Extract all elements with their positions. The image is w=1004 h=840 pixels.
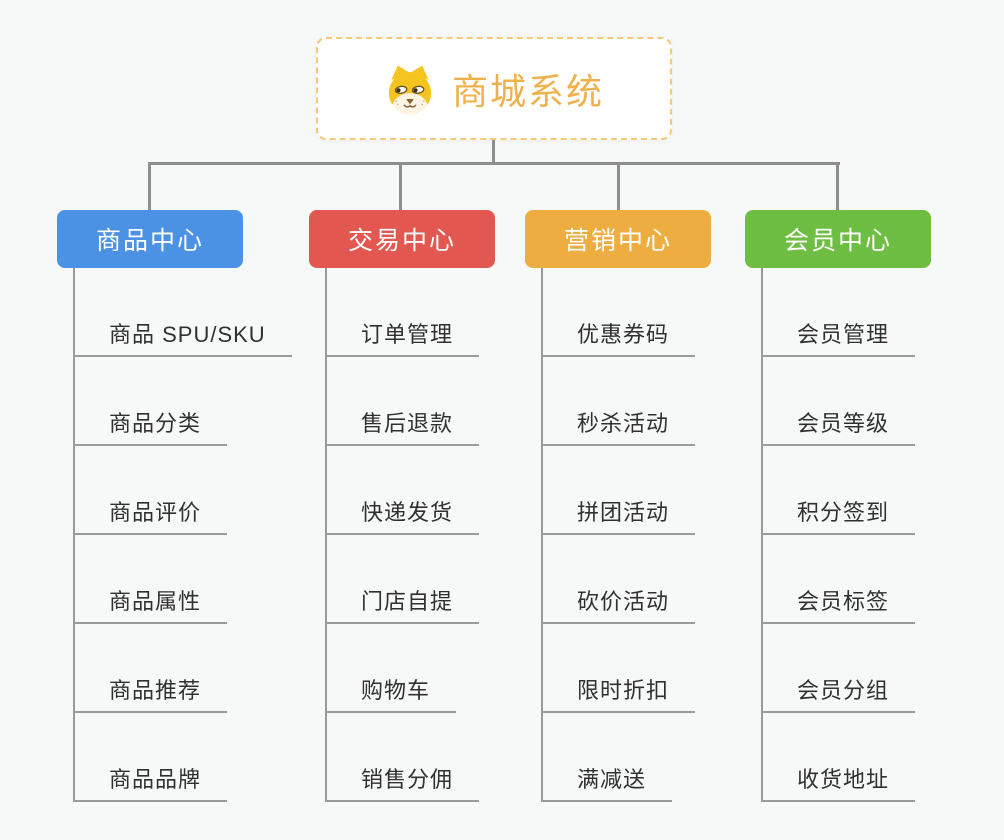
branch-item[interactable]: 会员标签 xyxy=(763,535,916,624)
branch-item[interactable]: 会员管理 xyxy=(763,268,916,357)
branch-column: 会员中心 会员管理会员等级积分签到会员标签会员分组收货地址 xyxy=(745,210,931,802)
branch-label: 营销中心 xyxy=(563,227,672,255)
root-node[interactable]: 商城系统 xyxy=(316,37,672,140)
branch-item-label: 售后退款 xyxy=(361,411,454,436)
branch-item[interactable]: 积分签到 xyxy=(763,446,916,535)
branch-item[interactable]: 限时折扣 xyxy=(543,624,696,713)
branch-item[interactable]: 订单管理 xyxy=(327,268,480,357)
branch-header[interactable]: 会员中心 xyxy=(745,210,931,268)
root-title: 商城系统 xyxy=(451,70,604,112)
branch-item-label: 商品属性 xyxy=(109,589,202,614)
branch-item-label: 满减送 xyxy=(577,767,647,792)
branch-drop-connector xyxy=(399,162,402,210)
branch-item[interactable]: 收货地址 xyxy=(763,713,916,802)
branch-drop-connector xyxy=(148,162,151,210)
branch-item[interactable]: 会员分组 xyxy=(763,624,916,713)
branch-item[interactable]: 售后退款 xyxy=(327,357,480,446)
branch-drop-connector xyxy=(836,162,839,210)
dog-face-icon xyxy=(384,63,436,115)
branch-item-label: 积分签到 xyxy=(797,500,890,525)
branch-item[interactable]: 会员等级 xyxy=(763,357,916,446)
branch-bus-connector xyxy=(148,162,840,165)
branch-label: 交易中心 xyxy=(347,227,456,255)
branch-item[interactable]: 优惠券码 xyxy=(543,268,696,357)
branch-column: 营销中心 优惠券码秒杀活动拼团活动砍价活动限时折扣满减送 xyxy=(525,210,711,802)
branch-item-label: 秒杀活动 xyxy=(577,411,670,436)
branch-item[interactable]: 商品分类 xyxy=(75,357,228,446)
branch-item-list: 优惠券码秒杀活动拼团活动砍价活动限时折扣满减送 xyxy=(541,268,696,802)
branch-item-label: 会员等级 xyxy=(797,411,890,436)
branch-header[interactable]: 交易中心 xyxy=(309,210,495,268)
branch-item-label: 限时折扣 xyxy=(577,678,670,703)
branch-item-label: 会员管理 xyxy=(797,322,890,347)
branch-item[interactable]: 商品评价 xyxy=(75,446,228,535)
branch-header[interactable]: 营销中心 xyxy=(525,210,711,268)
branch-item-list: 会员管理会员等级积分签到会员标签会员分组收货地址 xyxy=(761,268,916,802)
branch-item-label: 快递发货 xyxy=(361,500,454,525)
branch-item[interactable]: 砍价活动 xyxy=(543,535,696,624)
branch-label: 会员中心 xyxy=(783,227,892,255)
branch-item-label: 会员分组 xyxy=(797,678,890,703)
branch-item-label: 商品 SPU/SKU xyxy=(109,322,266,347)
branch-item-label: 购物车 xyxy=(361,678,431,703)
branch-column: 商品中心 商品 SPU/SKU 商品分类商品评价商品属性商品推荐商品品牌 xyxy=(57,210,292,802)
branch-column: 交易中心 订单管理售后退款快递发货门店自提购物车销售分佣 xyxy=(309,210,495,802)
branch-item[interactable]: 满减送 xyxy=(543,713,673,802)
branch-item-list: 商品 SPU/SKU 商品分类商品评价商品属性商品推荐商品品牌 xyxy=(73,268,292,802)
branch-drop-connector xyxy=(617,162,620,210)
branch-item[interactable]: 销售分佣 xyxy=(327,713,480,802)
branch-item[interactable]: 购物车 xyxy=(327,624,457,713)
branch-item-label: 砍价活动 xyxy=(577,589,670,614)
branch-header[interactable]: 商品中心 xyxy=(57,210,243,268)
branch-item-label: 门店自提 xyxy=(361,589,454,614)
branch-item[interactable]: 快递发货 xyxy=(327,446,480,535)
branch-item[interactable]: 拼团活动 xyxy=(543,446,696,535)
branch-item[interactable]: 商品品牌 xyxy=(75,713,228,802)
branch-item-label: 商品分类 xyxy=(109,411,202,436)
branch-label: 商品中心 xyxy=(95,227,204,255)
branch-item[interactable]: 商品 SPU/SKU xyxy=(75,268,292,357)
branch-item-label: 订单管理 xyxy=(361,322,454,347)
branch-item-label: 拼团活动 xyxy=(577,500,670,525)
branch-item[interactable]: 门店自提 xyxy=(327,535,480,624)
branch-item-list: 订单管理售后退款快递发货门店自提购物车销售分佣 xyxy=(325,268,480,802)
branch-item[interactable]: 秒杀活动 xyxy=(543,357,696,446)
branch-item-label: 收货地址 xyxy=(797,767,890,792)
root-trunk-connector xyxy=(492,140,495,164)
branch-item[interactable]: 商品推荐 xyxy=(75,624,228,713)
branch-item-label: 商品评价 xyxy=(109,500,202,525)
branch-item-label: 会员标签 xyxy=(797,589,890,614)
branch-item-label: 商品品牌 xyxy=(109,767,202,792)
branch-item-label: 销售分佣 xyxy=(361,767,454,792)
branch-item-label: 优惠券码 xyxy=(577,322,670,347)
branch-item[interactable]: 商品属性 xyxy=(75,535,228,624)
branch-item-label: 商品推荐 xyxy=(109,678,202,703)
